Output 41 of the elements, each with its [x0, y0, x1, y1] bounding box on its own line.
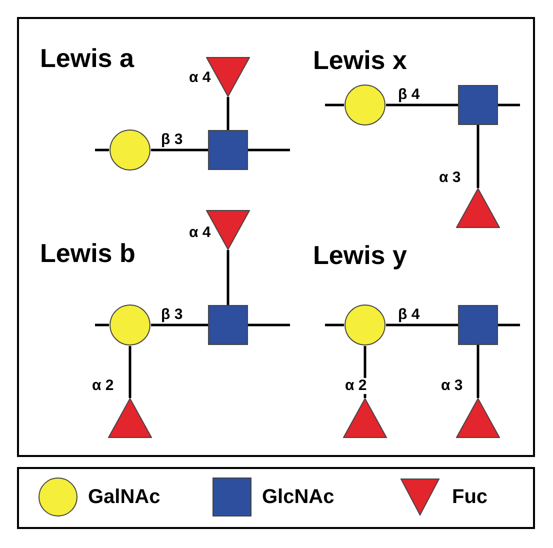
triangle-symbol — [343, 398, 387, 438]
connector-line — [151, 324, 208, 326]
square-symbol — [458, 305, 498, 345]
legend-label: Fuc — [452, 485, 488, 509]
connector-line — [498, 324, 520, 326]
connector-line — [226, 97, 230, 130]
edge-label: β 4 — [397, 307, 421, 323]
square-symbol — [458, 85, 498, 125]
connector-line — [248, 324, 290, 326]
connector-line — [248, 148, 290, 152]
connector-line — [386, 104, 458, 106]
circle-symbol — [109, 304, 151, 346]
square-symbol — [208, 305, 248, 345]
edge-label: β 3 — [160, 307, 184, 323]
panel-title: Lewis y — [313, 240, 407, 270]
triangle-symbol — [108, 398, 152, 438]
triangle-symbol — [456, 398, 500, 438]
connector-line — [226, 250, 230, 305]
connector-line — [128, 346, 132, 398]
edge-label: α 2 — [344, 378, 368, 394]
connector-line — [151, 148, 208, 152]
legend-label: GlcNAc — [262, 485, 334, 509]
legend-label: GalNAc — [88, 485, 160, 509]
edge-label: β 4 — [397, 87, 421, 103]
circle-symbol — [344, 84, 386, 126]
triangle-symbol — [456, 188, 500, 228]
connector-line — [325, 324, 344, 326]
panel-title: Lewis b — [40, 238, 136, 268]
circle-symbol — [109, 129, 151, 171]
panel-title: Lewis x — [313, 45, 407, 75]
connector-line — [476, 345, 480, 398]
square-symbol — [208, 130, 248, 170]
connector-line — [476, 125, 480, 188]
connector-line — [498, 104, 520, 106]
edge-label: β 3 — [160, 132, 184, 148]
circle-symbol — [344, 304, 386, 346]
panel-title: Lewis a — [40, 43, 134, 73]
connector-line — [95, 148, 109, 152]
connector-line — [325, 104, 344, 106]
connector-line — [95, 324, 109, 326]
connector-line — [386, 324, 458, 326]
